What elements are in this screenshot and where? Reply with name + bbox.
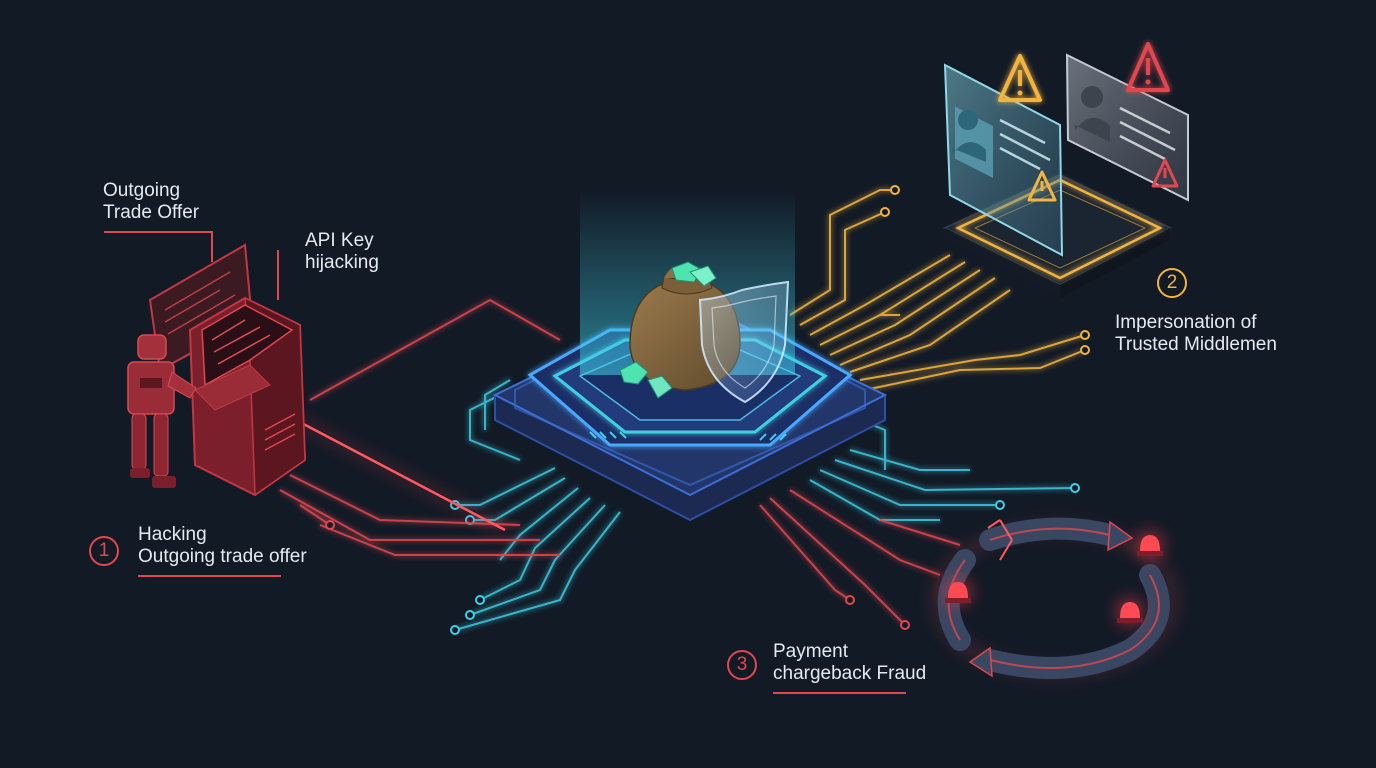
warning-icon	[1126, 42, 1170, 92]
label-line: Payment	[773, 641, 848, 662]
warning-icon	[1151, 158, 1179, 188]
cyan-circuit-traces	[454, 379, 1076, 631]
label-line: API Key	[305, 230, 374, 251]
robot-icon	[127, 334, 197, 488]
label-leader-lines	[104, 231, 279, 300]
id-card-icon	[1065, 53, 1189, 202]
alarm-light-icon	[1116, 598, 1144, 626]
id-card-icon	[943, 63, 1064, 257]
shield-icon	[698, 280, 790, 404]
badge-three: 3	[727, 650, 757, 680]
label-hacking: Hacking Outgoing trade offer	[138, 524, 307, 568]
label-line: Impersonation of	[1115, 312, 1257, 333]
red-circuit-traces	[279, 298, 961, 626]
label-line: chargeback Fraud	[773, 663, 927, 684]
cyan-trace-nodes	[450, 483, 1080, 635]
label-line: Trusted Middlemen	[1115, 334, 1277, 355]
warning-icon	[998, 54, 1042, 102]
label-api-key-hijacking: API Key hijacking	[305, 230, 379, 274]
label-line: Outgoing	[103, 180, 181, 201]
label-line: Outgoing trade offer	[138, 546, 307, 567]
gold-trace-nodes	[880, 185, 1090, 355]
alarm-light-icon	[1136, 531, 1164, 559]
warning-icon	[1027, 170, 1057, 202]
alarm-light-icon	[944, 578, 972, 606]
red-trace-nodes	[325, 520, 910, 630]
label-outgoing-trade-offer: Outgoing Trade Offer	[103, 180, 199, 224]
label-line: Hacking	[138, 524, 207, 545]
terminal-icon	[148, 243, 307, 497]
label-underline	[773, 692, 906, 694]
badge-one: 1	[89, 536, 119, 566]
label-line: Trade Offer	[103, 202, 200, 223]
badge-two: 2	[1157, 268, 1187, 298]
label-line: hijacking	[305, 252, 379, 273]
label-underline	[138, 575, 281, 577]
label-impersonation: Impersonation of Trusted Middlemen	[1115, 312, 1277, 356]
gold-circuit-traces	[789, 189, 1086, 391]
label-payment: Payment chargeback Fraud	[773, 641, 926, 685]
gem-icon	[619, 261, 717, 399]
